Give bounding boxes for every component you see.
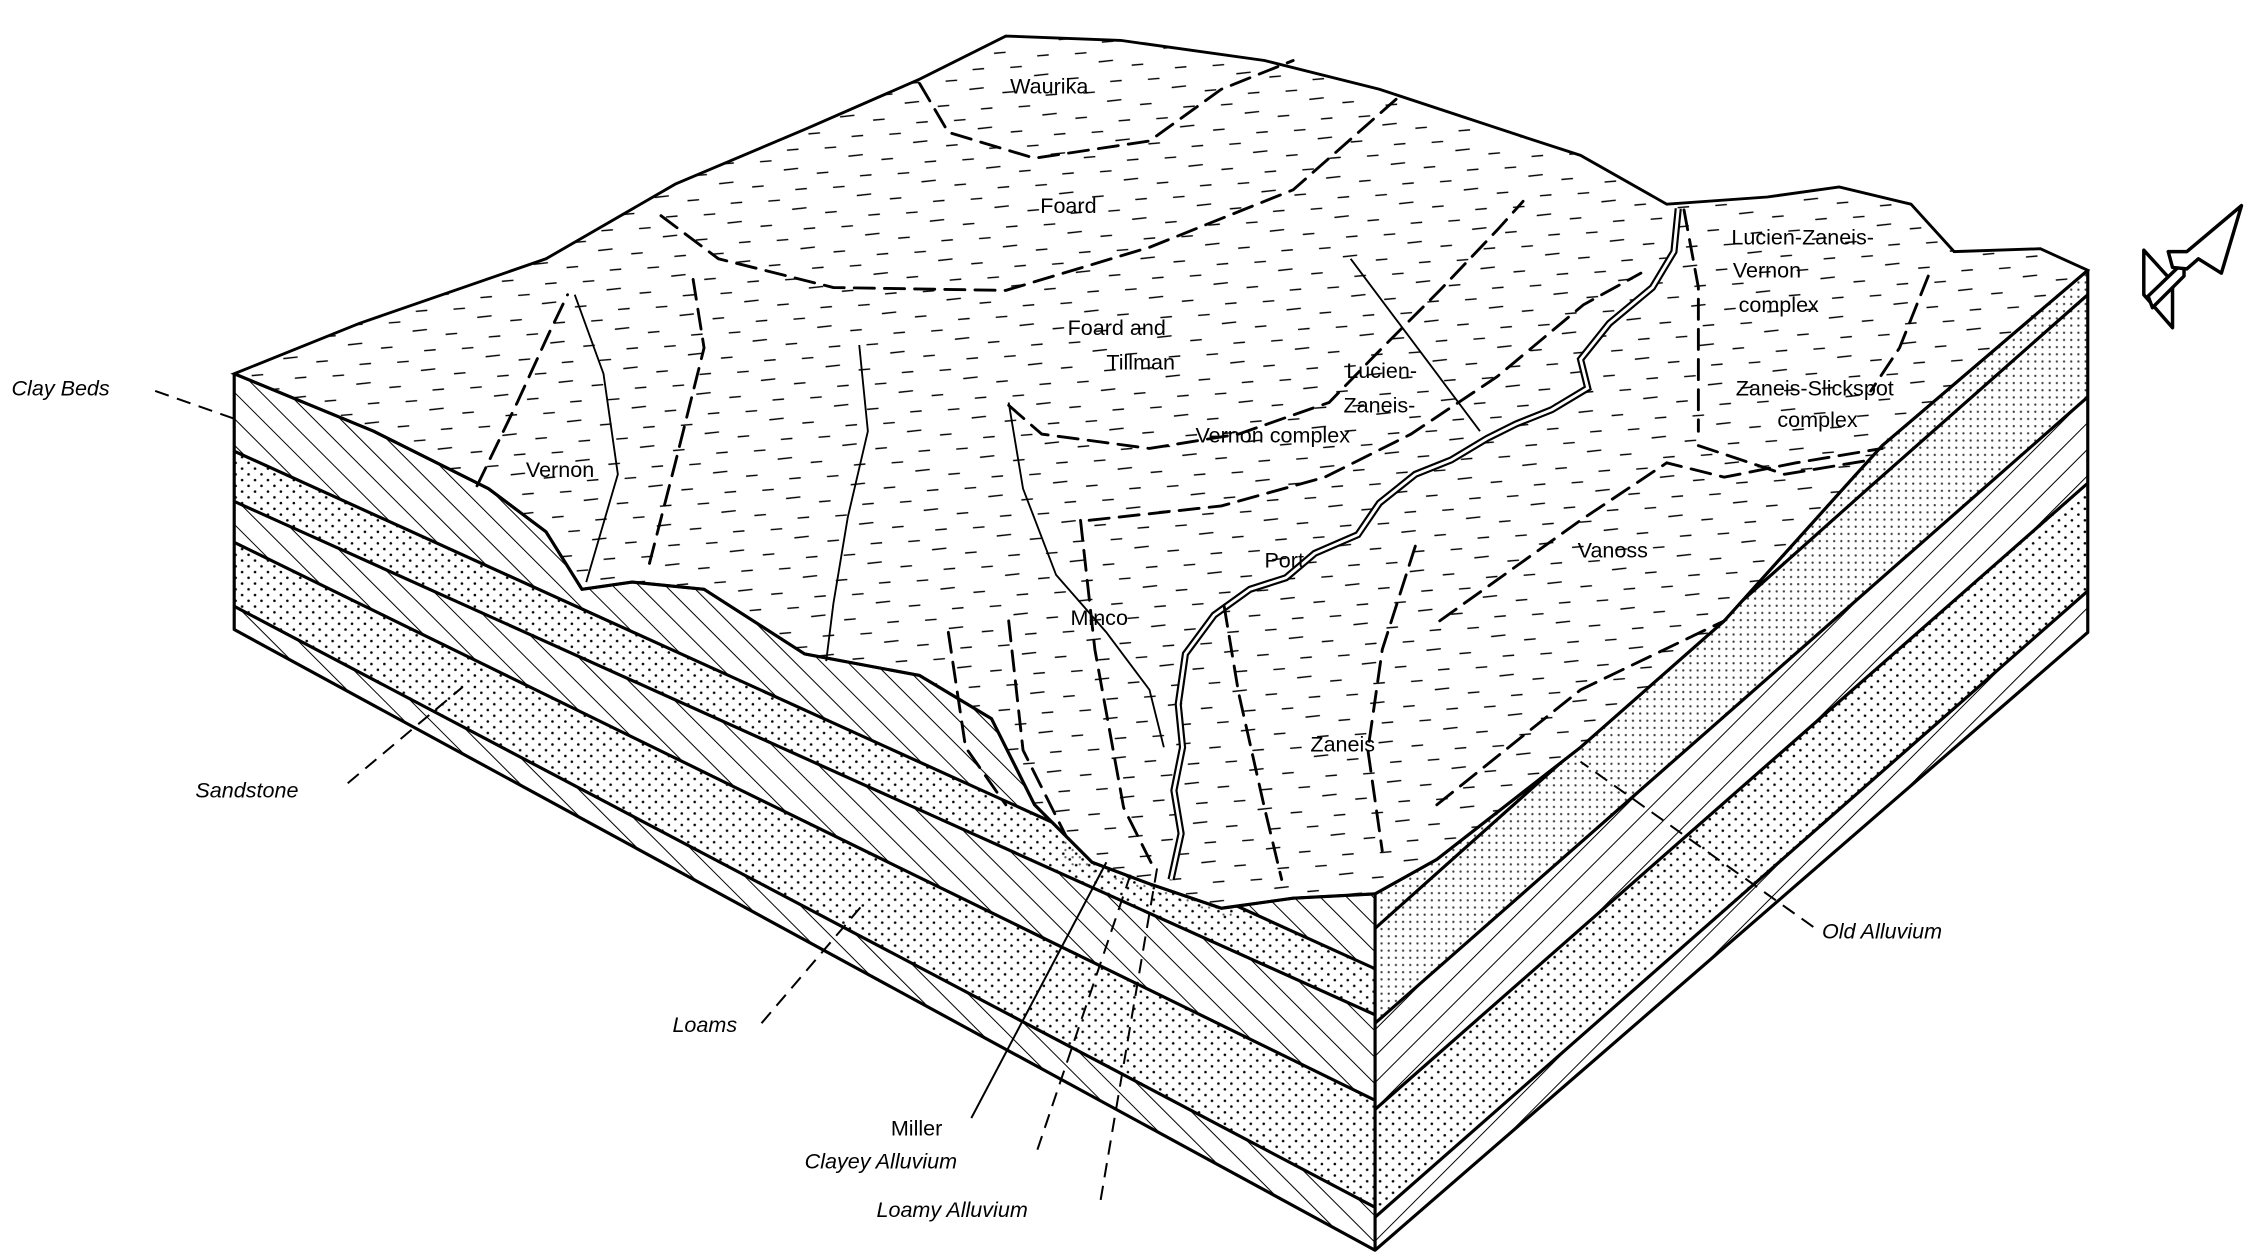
label-lucien-zaneis-vernon-right: Lucien-Zaneis- Vernon complex [1731, 224, 1880, 317]
river [1167, 208, 1682, 881]
clay-bed-layer [234, 492, 1376, 1110]
label-foard-tillman: Foard and Tillman [1068, 315, 1175, 374]
sandstone-layer [1375, 474, 2088, 1218]
label-clay-beds: Clay Beds [11, 375, 109, 400]
label-vernon: Vernon [526, 457, 594, 482]
label-vanoss: Vanoss [1578, 538, 1648, 563]
clay-bed-layer [1375, 388, 2088, 1110]
label-zaneis: Zaneis [1310, 732, 1375, 757]
drainage-lines [573, 258, 1481, 748]
soil-boundaries [475, 59, 1930, 881]
label-foard: Foard [1040, 193, 1096, 218]
sandstone-layer [234, 442, 1376, 1024]
label-port: Port [1264, 548, 1304, 573]
label-sandstone: Sandstone [195, 778, 298, 803]
sandstone-layer [234, 533, 1376, 1218]
label-minco: Minco [1070, 605, 1127, 630]
soil-labels: Waurika Foard Foard and Tillman Lucien- … [526, 74, 1900, 757]
label-loamy-alluvium: Loamy Alluvium [876, 1197, 1027, 1222]
label-lucien-zaneis-vernon-left: Lucien- Zaneis- Vernon complex [1195, 358, 1423, 448]
north-arrow-icon [2142, 203, 2244, 330]
label-miller: Miller [891, 1115, 942, 1140]
material-labels: Clay Beds Sandstone Loams Miller Clayey … [11, 375, 1942, 1222]
label-waurika: Waurika [1010, 74, 1088, 99]
label-loams: Loams [672, 1012, 737, 1037]
label-old-alluvium: Old Alluvium [1822, 918, 1942, 943]
label-zaneis-slickspot: Zaneis-Slickspot complex [1736, 375, 1900, 432]
old-alluvium-layer [1375, 270, 2088, 1024]
label-clayey-alluvium: Clayey Alluvium [805, 1148, 957, 1173]
